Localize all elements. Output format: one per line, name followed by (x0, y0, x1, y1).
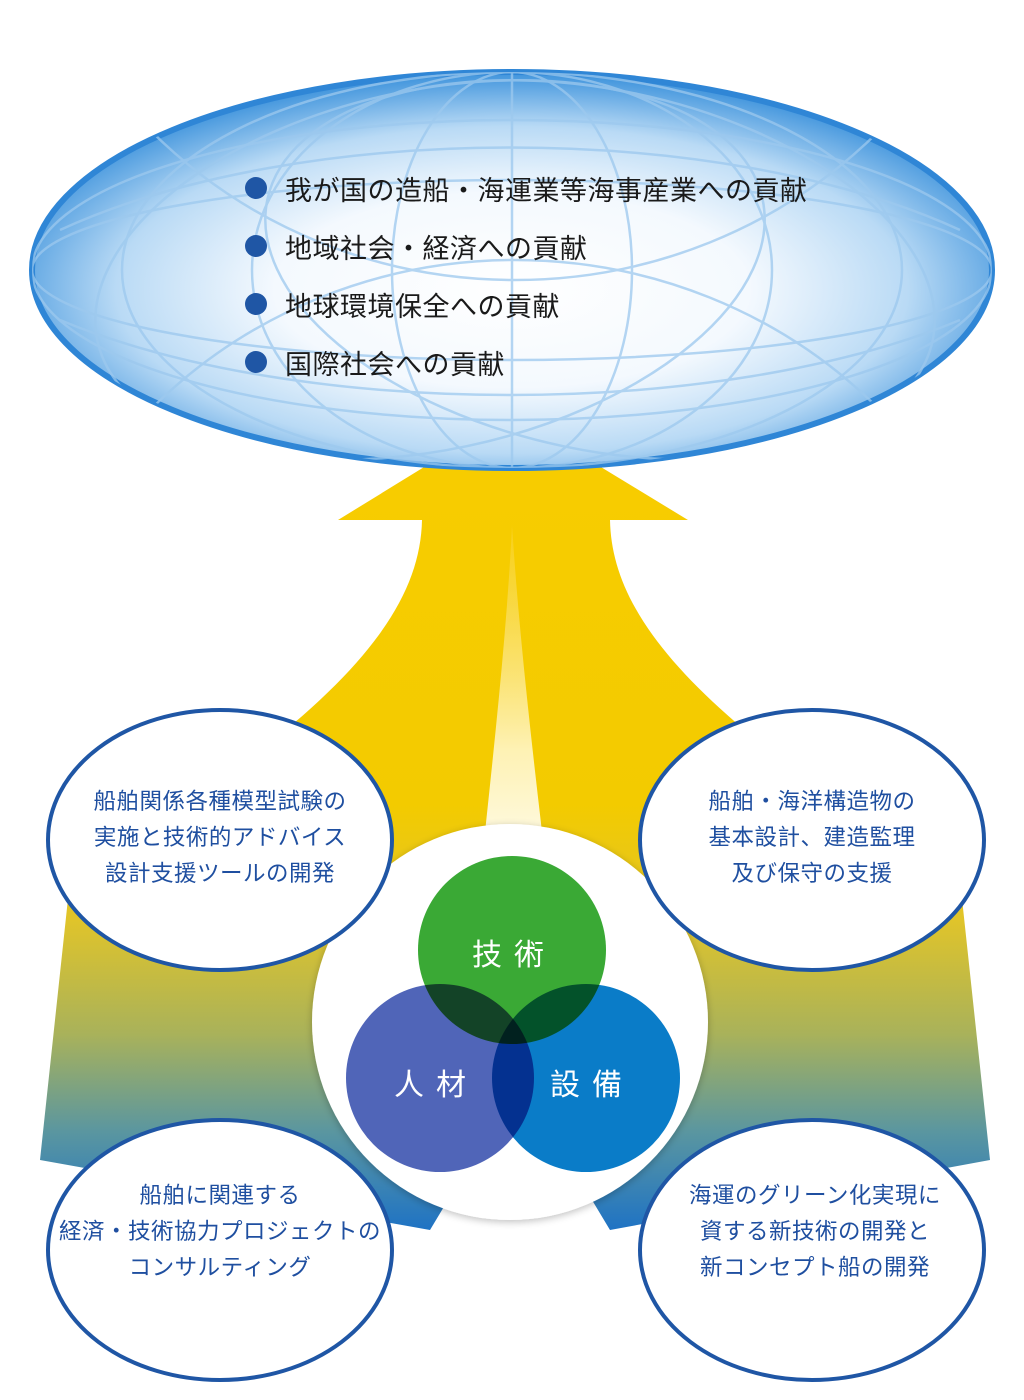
bullet-icon (245, 351, 267, 373)
core-venn (346, 856, 680, 1172)
activity-oval-bottom-left (46, 1118, 394, 1382)
goal-item: 国際社会への貢献 (245, 342, 808, 382)
bullet-icon (245, 235, 267, 257)
activity-line: 経済・技術協力プロジェクトの (58, 1219, 381, 1245)
goal-item: 我が国の造船・海運業等海事産業への貢献 (245, 168, 808, 208)
activity-line: 設計支援ツールの開発 (104, 861, 335, 887)
activity-text-top-left: 船舶関係各種模型試験の 実施と技術的アドバイス 設計支援ツールの開発 (60, 784, 380, 892)
activity-line: 実施と技術的アドバイス (93, 825, 347, 851)
venn-label-facilities: 設備 (550, 1068, 634, 1103)
goal-text: 地域社会・経済への貢献 (285, 233, 588, 265)
bullet-icon (245, 293, 267, 315)
activity-line: 船舶・海洋構造物の (708, 789, 916, 815)
goal-item: 地球環境保全への貢献 (245, 284, 808, 324)
activity-oval-top-left (46, 708, 394, 972)
activity-line: 資する新技術の開発と (699, 1219, 930, 1245)
bullet-icon (245, 177, 267, 199)
activity-line: 及び保守の支援 (731, 861, 893, 887)
venn-label-people: 人材 (394, 1068, 478, 1103)
activity-line: 海運のグリーン化実現に (689, 1183, 941, 1209)
venn-circle-people (346, 984, 534, 1172)
activity-oval-top-right (638, 708, 986, 972)
activity-line: 船舶に関連する (139, 1183, 301, 1209)
activity-line: 船舶関係各種模型試験の (93, 789, 347, 815)
goal-text: 国際社会への貢献 (285, 349, 505, 381)
goal-item: 地域社会・経済への貢献 (245, 226, 808, 266)
activity-text-bottom-right: 海運のグリーン化実現に 資する新技術の開発と 新コンセプト船の開発 (645, 1178, 985, 1286)
goal-list: 我が国の造船・海運業等海事産業への貢献 地域社会・経済への貢献 地球環境保全への… (245, 168, 808, 400)
arrow-highlight-streak (478, 525, 550, 900)
venn-circle-facilities (492, 984, 680, 1172)
globe (29, 69, 995, 471)
activity-oval-bottom-right (638, 1118, 986, 1382)
goal-text: 我が国の造船・海運業等海事産業への貢献 (285, 175, 808, 207)
venn-label-tech: 技術 (472, 938, 556, 973)
activity-text-top-right: 船舶・海洋構造物の 基本設計、建造監理 及び保守の支援 (652, 784, 972, 892)
activity-text-bottom-left: 船舶に関連する 経済・技術協力プロジェクトの コンサルティング (45, 1178, 395, 1286)
activity-line: 基本設計、建造監理 (708, 825, 916, 851)
activity-line: 新コンセプト船の開発 (699, 1255, 930, 1281)
globe-grid-lines (32, 72, 992, 468)
activity-line: コンサルティング (128, 1255, 312, 1281)
goal-text: 地球環境保全への貢献 (285, 291, 560, 323)
